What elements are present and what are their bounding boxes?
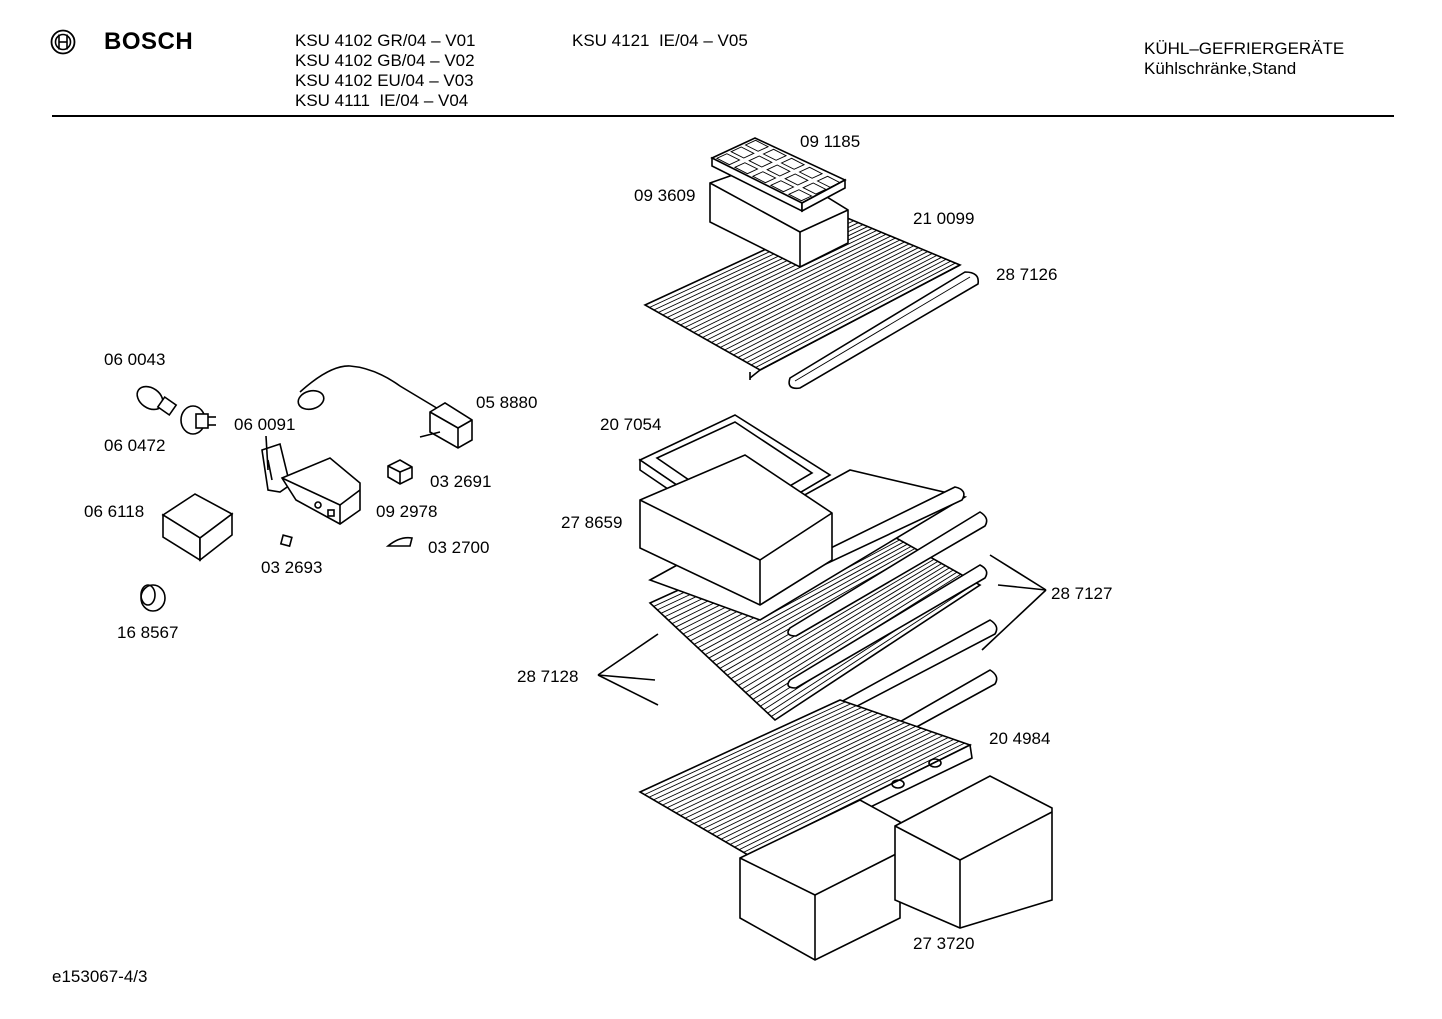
lamp-cover (161, 493, 234, 562)
part-label-204984: 20 4984 (989, 729, 1050, 748)
leader-lines (265, 435, 1047, 706)
category-subtitle: Kühlschränke,Stand (1144, 59, 1297, 78)
brand-logo: BOSCH (50, 28, 193, 56)
part-label-093609: 09 3609 (634, 186, 695, 205)
door-stopper (140, 584, 166, 612)
part-label-032693: 03 2693 (261, 558, 322, 577)
part-label-092978: 09 2978 (376, 502, 437, 521)
vegetable-drawer-right (894, 775, 1053, 929)
light-housing-bracket (261, 442, 361, 525)
lamp-socket (180, 405, 216, 435)
document-id: e153067-4/3 (52, 967, 148, 986)
part-label-032691: 03 2691 (430, 472, 491, 491)
light-bulb (136, 385, 178, 417)
part-labels: 09 1185 09 3609 21 0099 28 7126 06 0043 … (84, 132, 1112, 953)
cable-clip (385, 536, 413, 547)
shelf-trim-strip (788, 271, 980, 390)
thermostat-knob (387, 459, 413, 485)
thermostat-capillary (297, 365, 441, 411)
model-list-primary: KSU 4102 GR/04 – V01 KSU 4102 GB/04 – V0… (295, 31, 476, 111)
part-label-287128: 28 7128 (517, 667, 578, 686)
part-label-287127: 28 7127 (1051, 584, 1112, 603)
category-block: KÜHL–GEFRIERGERÄTE Kühlschränke,Stand (1144, 39, 1344, 79)
thermostat (419, 402, 473, 449)
part-label-207054: 20 7054 (600, 415, 661, 434)
ice-tray-container (709, 161, 849, 268)
dairy-compartment (639, 454, 833, 606)
model-line: KSU 4121 IE/04 – V05 (572, 31, 748, 50)
bosch-armature-icon (50, 29, 76, 55)
part-label-278659: 27 8659 (561, 513, 622, 532)
model-line: KSU 4111 IE/04 – V04 (295, 91, 469, 110)
part-label-058880: 05 8880 (476, 393, 537, 412)
part-label-287126: 28 7126 (996, 265, 1057, 284)
model-line: KSU 4102 GR/04 – V01 (295, 31, 476, 50)
part-label-032700: 03 2700 (428, 538, 489, 557)
wire-shelf-top (643, 214, 962, 380)
model-line: KSU 4102 GB/04 – V02 (295, 51, 475, 70)
header-divider (52, 115, 1394, 117)
part-label-091185: 09 1185 (800, 132, 860, 151)
part-label-066118: 06 6118 (84, 502, 144, 521)
part-label-168567: 16 8567 (117, 623, 178, 642)
ice-cube-tray (710, 137, 847, 213)
vegetable-drawer-left (739, 799, 901, 961)
part-label-210099: 21 0099 (913, 209, 974, 228)
brand-name: BOSCH (104, 28, 194, 55)
part-label-060043: 06 0043 (104, 350, 165, 369)
part-label-273720: 27 3720 (913, 934, 974, 953)
part-label-060091: 06 0091 (234, 415, 295, 434)
part-label-060472: 06 0472 (104, 436, 165, 455)
knob-clip (279, 534, 293, 548)
model-list-secondary: KSU 4121 IE/04 – V05 (572, 31, 748, 51)
model-line: KSU 4102 EU/04 – V03 (295, 71, 474, 90)
category-title: KÜHL–GEFRIERGERÄTE (1144, 39, 1345, 58)
